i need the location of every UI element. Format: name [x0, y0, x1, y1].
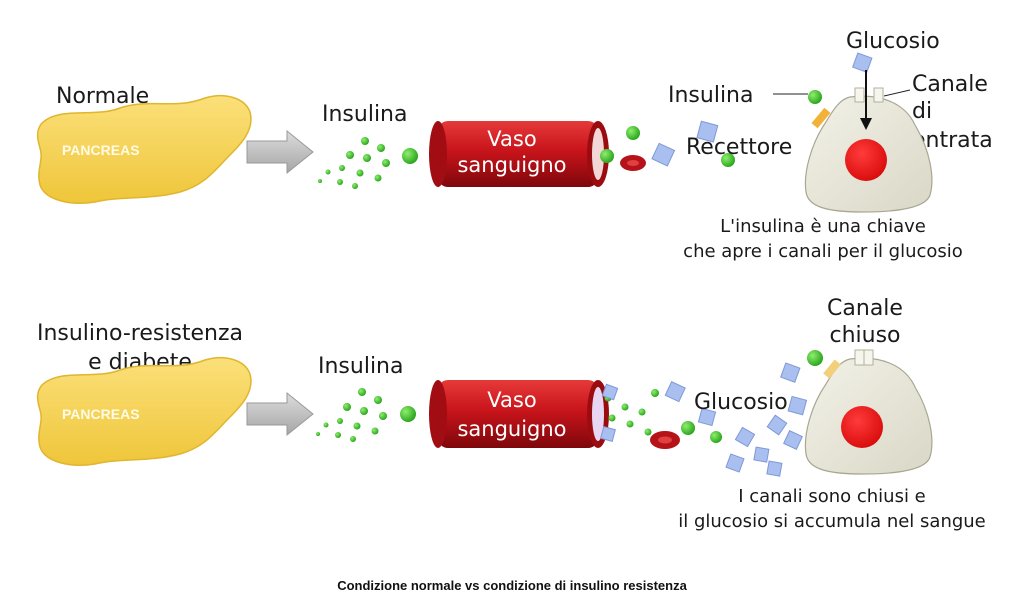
insulin-dots-top [318, 137, 418, 189]
pancreas-label-bottom: PANCREAS [62, 406, 140, 422]
nucleus-top [845, 139, 887, 181]
figure-caption: Condizione normale vs condizione di insu… [337, 578, 687, 593]
channel-label-top-1: Canale [912, 72, 988, 97]
note-top-1: L'insulina è una chiave [720, 216, 926, 237]
top-row: Normale PANCREAS Insulina Vaso sanguigno [36, 29, 993, 262]
note-bottom-1: I canali sono chiusi e [738, 486, 926, 507]
insulin-dots-bottom [316, 388, 416, 442]
state-label-resistance-1: Insulino-resistenza [37, 321, 243, 346]
channel-closed-bottom [854, 349, 865, 366]
pancreas-bottom: PANCREAS [36, 356, 252, 466]
receptor-label: Recettore [686, 135, 792, 160]
nucleus-bottom [841, 406, 883, 448]
insulin-label-top: Insulina [322, 102, 408, 127]
glucose-label-top: Glucosio [846, 29, 940, 54]
channel-label-bottom-1: Canale [827, 296, 903, 321]
pancreas-label-top: PANCREAS [62, 142, 140, 158]
secretion-arrow-bottom [246, 391, 314, 437]
glucose-molecules-top [651, 52, 873, 167]
insulin-label-bottom: Insulina [318, 354, 404, 379]
blood-vessel-top: Vaso sanguigno [429, 121, 609, 187]
channel-label-top-2: di [912, 99, 932, 124]
receptor-bottom [823, 359, 841, 379]
bottom-row: Insulino-resistenza e diabete PANCREAS I… [36, 296, 986, 532]
pancreas-top: PANCREAS [36, 94, 252, 204]
channel-open-top [854, 87, 865, 103]
secretion-arrow-top [246, 129, 314, 175]
cell-top [804, 70, 933, 213]
note-top-2: che apre i canali per il glucosio [683, 241, 963, 262]
vessel-label-top-2: sanguigno [457, 153, 566, 177]
channel-label-bottom-2: chiuso [829, 323, 900, 348]
note-bottom-2: il glucosio si accumula nel sangue [678, 511, 986, 532]
glucose-molecules-bottom [600, 362, 808, 477]
insulin-molecules-top [600, 90, 822, 167]
blood-vessel-bottom: Vaso sanguigno [429, 380, 609, 448]
glucose-label-bottom: Glucosio [694, 390, 788, 415]
vessel-label-bottom-1: Vaso [487, 388, 536, 412]
vessel-label-bottom-2: sanguigno [457, 417, 566, 441]
receptor-top [811, 107, 831, 129]
cell-insulin-label-top: Insulina [668, 83, 754, 108]
cell-bottom [804, 349, 933, 475]
vessel-label-top-1: Vaso [487, 127, 536, 151]
